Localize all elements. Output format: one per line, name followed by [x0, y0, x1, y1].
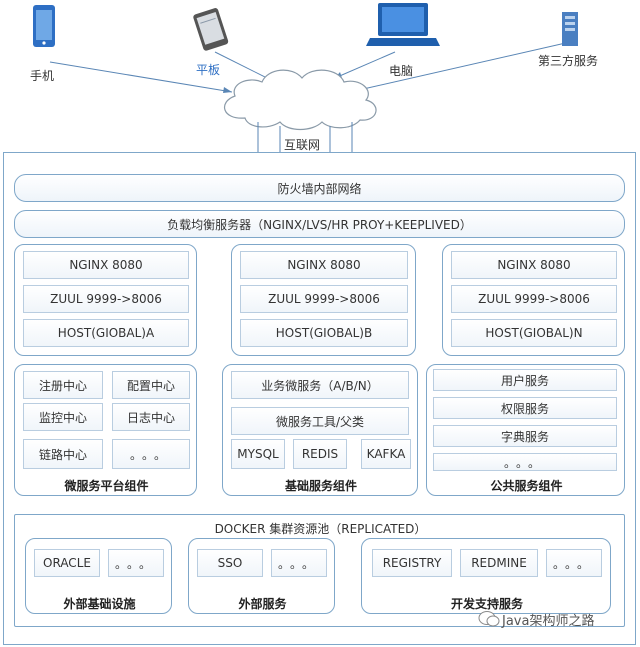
- mysql-node: MYSQL: [231, 439, 285, 469]
- zuul-node: ZUUL 9999->8006: [240, 285, 408, 313]
- gateway-cluster-a: NGINX 8080 ZUUL 9999->8006 HOST(GIOBAL)A: [14, 244, 197, 356]
- log-center: 日志中心: [112, 403, 190, 431]
- arrow-phone-cloud: [49, 61, 233, 93]
- trace-center: 链路中心: [23, 439, 103, 469]
- host-node: HOST(GIOBAL)B: [240, 319, 408, 347]
- nginx-node: NGINX 8080: [240, 251, 408, 279]
- dev-support-group: REGISTRY REDMINE 。。。 开发支持服务: [361, 538, 611, 614]
- biz-microservice: 业务微服务（A/B/N）: [231, 371, 409, 399]
- more-item: 。。。: [271, 549, 327, 577]
- dev-support-caption: 开发支持服务: [450, 597, 523, 611]
- third-party-label: 第三方服务: [538, 54, 599, 68]
- external-infra-group: ORACLE 。。。 外部基础设施: [25, 538, 172, 614]
- firewall-bar: 防火墙内部网络: [14, 174, 625, 202]
- cloud-icon: [224, 69, 377, 131]
- permission-service: 权限服务: [433, 397, 617, 419]
- tablet-label: 平板: [196, 63, 221, 77]
- micro-platform-caption: 微服务平台组件: [64, 479, 149, 493]
- host-node: HOST(GIOBAL)N: [451, 319, 617, 347]
- zuul-node: ZUUL 9999->8006: [451, 285, 617, 313]
- nginx-node: NGINX 8080: [451, 251, 617, 279]
- arrow-thirdparty-cloud: [349, 41, 571, 93]
- monitor-center: 监控中心: [23, 403, 103, 431]
- tablet-icon: [193, 8, 229, 51]
- dictionary-service: 字典服务: [433, 425, 617, 447]
- base-services-caption: 基础服务组件: [284, 479, 357, 493]
- host-node: HOST(GIOBAL)A: [23, 319, 189, 347]
- sso-node: SSO: [197, 549, 263, 577]
- nginx-node: NGINX 8080: [23, 251, 189, 279]
- docker-title: DOCKER 集群资源池（REPLICATED）: [214, 522, 427, 536]
- external-services-caption: 外部服务: [238, 597, 287, 611]
- public-services-group: 用户服务 权限服务 字典服务 。。。 公共服务组件: [426, 364, 625, 496]
- registry-node: REGISTRY: [372, 549, 452, 577]
- public-services-caption: 公共服务组件: [490, 479, 563, 493]
- internet-diagram: [33, 3, 578, 174]
- gateway-cluster-b: NGINX 8080 ZUUL 9999->8006 HOST(GIOBAL)B: [231, 244, 416, 356]
- internet-label: 互联网: [284, 138, 321, 152]
- watermark-text: Java架构师之路: [502, 613, 595, 629]
- config-center: 配置中心: [112, 371, 190, 399]
- more-item: 。。。: [546, 549, 602, 577]
- redis-node: REDIS: [293, 439, 347, 469]
- kafka-node: KAFKA: [361, 439, 411, 469]
- laptop-icon: [366, 3, 440, 46]
- microservice-tools: 微服务工具/父类: [231, 407, 409, 435]
- phone-icon: [33, 5, 55, 47]
- micro-platform-group: 注册中心 配置中心 监控中心 日志中心 链路中心 。。。 微服务平台组件: [14, 364, 197, 496]
- redmine-node: REDMINE: [460, 549, 538, 577]
- phone-label: 手机: [30, 69, 55, 83]
- registry-center: 注册中心: [23, 371, 103, 399]
- load-balancer-bar: 负载均衡服务器（NGINX/LVS/HR PROY+KEEPLIVED）: [14, 210, 625, 238]
- user-service: 用户服务: [433, 369, 617, 391]
- base-services-group: 业务微服务（A/B/N） 微服务工具/父类 MYSQL REDIS KAFKA …: [222, 364, 418, 496]
- watermark: Java架构师之路: [478, 609, 638, 629]
- server-icon: [562, 12, 578, 46]
- gateway-cluster-n: NGINX 8080 ZUUL 9999->8006 HOST(GIOBAL)N: [442, 244, 625, 356]
- external-infra-caption: 外部基础设施: [63, 597, 136, 611]
- external-services-group: SSO 。。。 外部服务: [188, 538, 335, 614]
- arrow-pc-cloud: [334, 51, 396, 79]
- more-item: 。。。: [112, 439, 190, 469]
- wechat-icon: [478, 611, 500, 627]
- more-item: 。。。: [108, 549, 164, 577]
- zuul-node: ZUUL 9999->8006: [23, 285, 189, 313]
- more-item: 。。。: [433, 453, 617, 471]
- oracle-node: ORACLE: [34, 549, 100, 577]
- pc-label: 电脑: [389, 64, 414, 78]
